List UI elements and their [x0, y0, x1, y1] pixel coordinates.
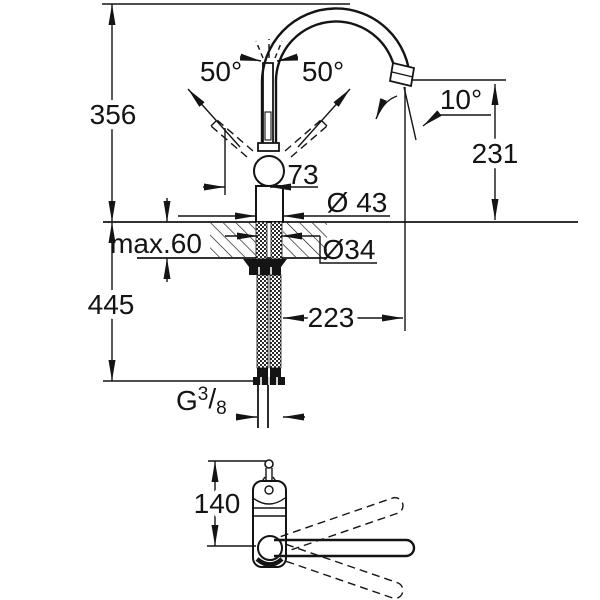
ball-joint — [253, 155, 285, 187]
dim-shank-diameter-label: Ø34 — [323, 234, 376, 265]
dim-thread-label: G3/8 — [176, 383, 227, 419]
dim-lever-offset-label: 73 — [287, 159, 318, 190]
dim-swing-left-50: 50° — [187, 53, 262, 148]
base-column — [255, 185, 284, 223]
faucet-front — [210, 7, 417, 428]
mounting-nut — [249, 267, 281, 275]
spout-swung-up — [280, 496, 404, 553]
body-bottom-shadow — [255, 557, 284, 567]
top-view-body — [252, 459, 416, 600]
dim-max-thickness-label: max.60 — [110, 228, 202, 259]
dim-body-depth-140: 140 — [189, 460, 266, 547]
dim-spout-reach-223: 223 — [283, 297, 403, 338]
dim-stream-angle-10: 10° — [375, 84, 491, 331]
dim-hose-drop-445: 445 — [83, 222, 257, 382]
stream-angle-line — [403, 86, 417, 141]
dim-swing-left-label: 50° — [200, 56, 242, 87]
lever-collar — [257, 142, 280, 152]
connection-pipe — [257, 385, 269, 428]
spout-aerator — [388, 61, 417, 141]
front-view: 356 445 max.60 50° 50° 10° — [83, 3, 578, 428]
dim-spout-reach-label: 223 — [308, 302, 355, 333]
lever — [255, 39, 283, 143]
dim-overall-height-label: 356 — [90, 99, 137, 130]
dim-overall-height-356: 356 — [85, 3, 350, 222]
counter-hatch-left — [210, 223, 256, 257]
dim-shank-diameter-34: Ø34 — [225, 232, 377, 265]
collar-arc — [252, 497, 286, 505]
dim-thread-g38: G3/8 — [176, 383, 305, 421]
top-view: 140 — [189, 459, 416, 600]
lever-pin — [264, 485, 274, 495]
hose-fittings — [253, 368, 285, 385]
supply-hoses — [256, 274, 282, 369]
threaded-shank — [255, 221, 283, 260]
mounting-washer — [243, 259, 287, 267]
dim-stream-angle-label: 10° — [440, 84, 482, 115]
dim-lever-offset-73: 73 — [203, 128, 319, 195]
dim-swing-right-label: 50° — [302, 56, 344, 87]
dim-base-diameter-label: Ø 43 — [327, 187, 388, 218]
dim-spout-height-label: 231 — [472, 138, 519, 169]
rotation-arc-arrow — [375, 95, 398, 120]
spout-outer-arc — [260, 7, 412, 85]
lever-knob — [264, 459, 274, 469]
leader-line — [319, 236, 377, 264]
swing-hint-right — [274, 40, 283, 59]
dim-hose-drop-label: 445 — [88, 289, 135, 320]
dim-max-counter-thickness: max.60 — [110, 198, 202, 282]
dim-swing-right-50: 50° — [276, 53, 351, 148]
spout-swivel-joint — [257, 535, 283, 561]
dim-body-depth-label: 140 — [194, 488, 241, 519]
swing-hint-left — [255, 40, 264, 59]
spout-swung-down — [280, 543, 404, 600]
spout-top-view — [274, 538, 416, 558]
dim-base-diameter-43: Ø 43 — [178, 187, 390, 220]
dim-spout-height-231: 231 — [411, 79, 523, 220]
